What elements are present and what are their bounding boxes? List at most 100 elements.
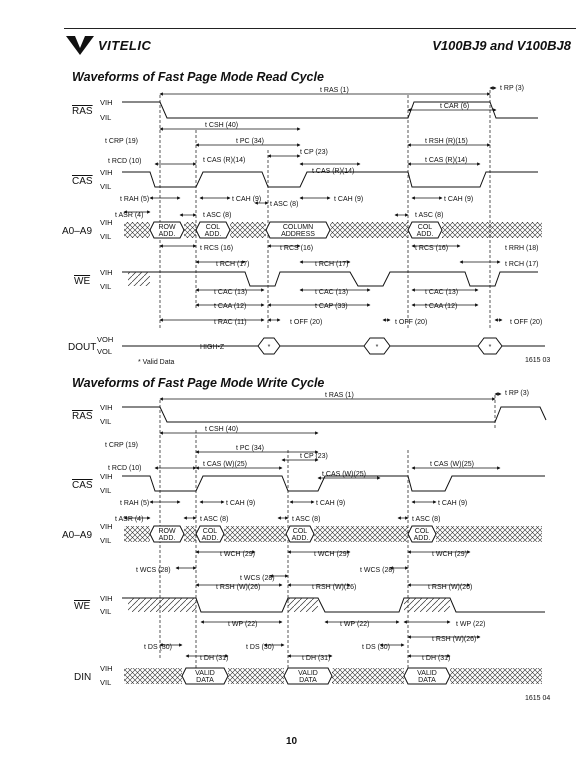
t-csh-label: t CSH (40) (205, 122, 238, 129)
t-rah-label: t RAH (5) (120, 196, 149, 203)
w-col-cell-1: COL (203, 528, 218, 535)
w-t-cp: t CP (23) (300, 453, 328, 460)
cas-vil-label: VIL (100, 182, 111, 191)
w-din-vil: VIL (100, 678, 111, 687)
w-t-csh: t CSH (40) (205, 426, 238, 433)
dout-signal-label: DOUT (68, 342, 96, 353)
cas-signal-label: CAS (72, 176, 93, 187)
write-figure-id: 1615 04 (525, 695, 550, 702)
brand-name: VITELIC (98, 38, 152, 53)
valid-data-legend: * Valid Data (138, 359, 175, 366)
ras-vih-label: VIH (100, 98, 113, 107)
t-crp-label: t CRP (19) (105, 138, 138, 145)
t-asr-label: t ASR (4) (115, 212, 143, 219)
t-cp-label: t CP (23) (300, 149, 328, 156)
w-t-rsh-w-2: t RSH (W)(26) (312, 584, 356, 591)
w-t-wcs-2: t WCS (28) (240, 575, 275, 582)
addr-vih-label: VIH (100, 218, 113, 227)
w-ras-signal-label: RAS (72, 411, 93, 422)
dout-vol-label: VOL (97, 347, 112, 356)
data-cell-1: DATA (196, 677, 214, 684)
t-caa-label-2: t CAA (12) (425, 303, 457, 310)
w-t-wcs-3: t WCS (28) (360, 567, 395, 574)
we-vih-label: VIH (100, 268, 113, 277)
col-add-cell-2: ADD. (417, 231, 434, 238)
address-cell: ADDRESS (281, 231, 315, 238)
data-cell-2: DATA (299, 677, 317, 684)
t-rcd-label: t RCD (10) (108, 158, 141, 165)
w-t-dh-1: t DH (31) (200, 655, 228, 662)
data-cell-3: DATA (418, 677, 436, 684)
w-din-vih: VIH (100, 664, 113, 673)
write-cycle-title: Waveforms of Fast Page Mode Write Cycle (72, 376, 325, 390)
t-caa-label-1: t CAA (12) (214, 303, 246, 310)
part-number: V100BJ9 and V100BJ8 (432, 38, 571, 53)
w-t-asc-1: t ASC (8) (200, 516, 228, 523)
w-t-cah-1: t CAH (9) (226, 500, 255, 507)
high-z-label: HIGH-Z (200, 344, 225, 351)
t-rch-label-1: t RCH (17) (216, 261, 249, 268)
w-col-cell-2: COL (293, 528, 308, 535)
read-figure-id: 1615 03 (525, 357, 550, 364)
write-cycle-timing-diagram: RAS CAS A0–A9 WE DIN VIH VIL VIH VIL VIH… (62, 390, 550, 702)
valid-mark-2: * (376, 344, 379, 351)
col-cell-2: COL (418, 224, 433, 231)
t-off-label-1: t OFF (20) (290, 319, 322, 326)
w-t-cas-w-3: t CAS (W)(25) (430, 461, 474, 468)
we-vil-label: VIL (100, 282, 111, 291)
t-off-label-2: t OFF (20) (395, 319, 427, 326)
w-t-rah: t RAH (5) (120, 500, 149, 507)
t-asc-label-2: t ASC (8) (270, 201, 298, 208)
col-cell-1: COL (206, 224, 221, 231)
w-t-asc-3: t ASC (8) (412, 516, 440, 523)
t-rrh-label: t RRH (18) (505, 245, 538, 252)
row-cell: ROW (158, 224, 176, 231)
w-we-signal-label: WE (74, 601, 90, 612)
w-din-signal-label: DIN (74, 672, 91, 683)
w-addr-vil: VIL (100, 536, 111, 545)
t-rcs-label-3: t RCS (16) (415, 245, 448, 252)
w-t-rsh-w-1: t RSH (W)(26) (216, 584, 260, 591)
w-t-dh-3: t DH (31) (422, 655, 450, 662)
addr-vil-label: VIL (100, 232, 111, 241)
ras-vil-label: VIL (100, 113, 111, 122)
w-t-asc-2: t ASC (8) (292, 516, 320, 523)
w-t-cah-2: t CAH (9) (316, 500, 345, 507)
valid-cell-1: VALID (195, 670, 215, 677)
read-cycle-title: Waveforms of Fast Page Mode Read Cycle (72, 70, 324, 84)
t-cac-label-3: t CAC (13) (425, 289, 458, 296)
w-t-pc: t PC (34) (236, 445, 264, 452)
column-cell: COLUMN (283, 224, 313, 231)
t-rch-label-3: t RCH (17) (505, 261, 538, 268)
w-t-dh-2: t DH (31) (302, 655, 330, 662)
w-we-vil: VIL (100, 607, 111, 616)
w-row-cell: ROW (158, 528, 176, 535)
w-col-add-cell-3: ADD. (414, 535, 431, 542)
t-cac-label-1: t CAC (13) (214, 289, 247, 296)
w-t-wp-3: t WP (22) (456, 621, 485, 628)
w-t-ras: t RAS (1) (325, 392, 354, 399)
w-t-rsh-w-4: t RSH (W)(26) (432, 636, 476, 643)
t-cas-r-label-2: t CAS (R)(14) (312, 168, 354, 175)
addr-signal-label: A0–A9 (62, 226, 92, 237)
t-cah-label-1: t CAH (9) (232, 196, 261, 203)
header-rule (64, 28, 576, 29)
valid-mark-3: * (489, 344, 492, 351)
valid-cell-2: VALID (298, 670, 318, 677)
w-row-add-cell: ADD. (159, 535, 176, 542)
w-t-rsh-w-3: t RSH (W)(26) (428, 584, 472, 591)
t-car-label: t CAR (6) (440, 103, 469, 110)
w-t-crp: t CRP (19) (105, 442, 138, 449)
vitelic-logo-icon (66, 36, 94, 55)
col-add-cell-1: ADD. (205, 231, 222, 238)
ras-signal-label: RAS (72, 106, 93, 117)
w-t-ds-2: t DS (30) (246, 644, 274, 651)
t-off-label-3: t OFF (20) (510, 319, 542, 326)
w-t-wch-3: t WCH (29) (432, 551, 467, 558)
dout-voh-label: VOH (97, 335, 113, 344)
w-ras-vil: VIL (100, 417, 111, 426)
cas-vih-label: VIH (100, 168, 113, 177)
t-rch-label-2: t RCH (17) (315, 261, 348, 268)
w-t-wch-2: t WCH (29) (314, 551, 349, 558)
